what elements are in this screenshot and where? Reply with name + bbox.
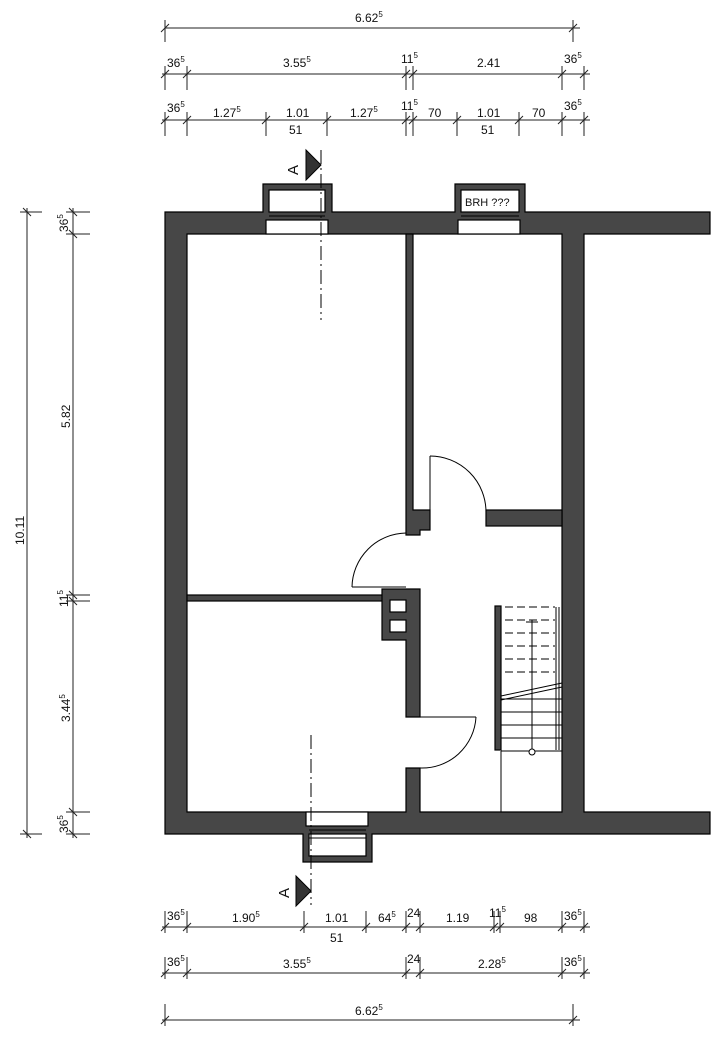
svg-text:645: 645 [378, 910, 396, 925]
svg-text:365: 365 [167, 954, 185, 969]
svg-text:115: 115 [401, 98, 418, 113]
svg-text:5.82: 5.82 [59, 404, 73, 428]
doors [351, 455, 487, 769]
svg-text:3.555: 3.555 [283, 956, 311, 971]
svg-text:A: A [276, 888, 293, 898]
svg-text:115: 115 [56, 590, 71, 607]
svg-text:51: 51 [289, 123, 303, 137]
svg-text:365: 365 [167, 55, 185, 70]
svg-text:A: A [285, 165, 302, 175]
svg-text:365: 365 [56, 214, 71, 232]
window-label: BRH ??? [465, 197, 510, 209]
walls [164, 183, 711, 863]
svg-text:1.01: 1.01 [325, 911, 349, 925]
svg-text:365: 365 [564, 954, 582, 969]
svg-text:24: 24 [407, 906, 421, 920]
svg-text:10.11: 10.11 [13, 516, 27, 545]
svg-text:1.275: 1.275 [350, 105, 378, 120]
svg-text:1.905: 1.905 [232, 910, 260, 925]
svg-text:365: 365 [564, 51, 582, 66]
dim-top-total: 6.625 [355, 10, 383, 25]
staircase [494, 605, 563, 812]
svg-text:51: 51 [330, 931, 344, 945]
svg-text:51: 51 [481, 123, 495, 137]
svg-text:98: 98 [524, 911, 538, 925]
svg-text:3.445: 3.445 [58, 694, 73, 722]
svg-text:70: 70 [532, 106, 546, 120]
svg-text:24: 24 [407, 952, 421, 966]
svg-text:365: 365 [564, 98, 582, 113]
svg-text:365: 365 [167, 908, 185, 923]
svg-text:1.275: 1.275 [213, 105, 241, 120]
svg-text:70: 70 [428, 106, 442, 120]
svg-text:115: 115 [401, 51, 418, 66]
section-marker-top: A [285, 148, 322, 320]
svg-text:1.19: 1.19 [446, 911, 470, 925]
svg-text:2.41: 2.41 [477, 56, 501, 70]
section-marker-bottom: A [276, 735, 312, 908]
svg-text:3.555: 3.555 [283, 55, 311, 70]
svg-text:365: 365 [56, 815, 71, 833]
left-dimension-chain: 10.11 365 5.82 115 3.445 365 [13, 207, 90, 839]
svg-text:1.01: 1.01 [286, 106, 310, 120]
windows: BRH ??? [265, 197, 521, 839]
top-dimension-chain: 6.625 365 3.555 115 2.41 365 [160, 10, 590, 137]
svg-text:115: 115 [489, 905, 506, 920]
bottom-dimension-chain: 365 1.905 1.01 51 645 24 1.19 115 98 365… [160, 905, 590, 1026]
svg-text:6.625: 6.625 [355, 1003, 383, 1018]
svg-text:365: 365 [564, 908, 582, 923]
svg-text:1.01: 1.01 [477, 106, 501, 120]
svg-text:2.285: 2.285 [478, 956, 506, 971]
svg-text:365: 365 [167, 100, 185, 115]
